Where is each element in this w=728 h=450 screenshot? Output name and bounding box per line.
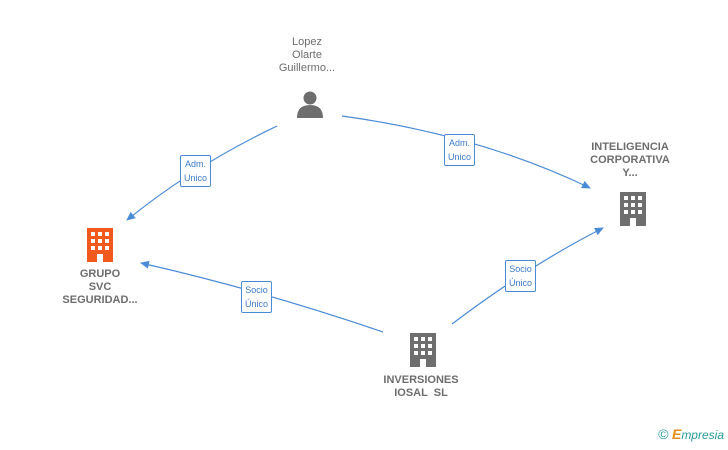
- edge-label-adm-left: Adm. Unico: [180, 155, 212, 187]
- edge-label-adm-right-line-2: Unico: [448, 152, 472, 162]
- inteligencia-line-1: INTELIGENCIA: [591, 141, 669, 153]
- grupo-company-label[interactable]: GRUPO SVC SEGURIDAD...: [45, 268, 155, 307]
- person-icon[interactable]: [295, 90, 325, 118]
- person-name-label[interactable]: Lopez Olarte Guillermo...: [262, 36, 352, 75]
- inversiones-line-1: INVERSIONES: [383, 374, 459, 386]
- edge-label-socio-left-line-1: Socio: [245, 285, 268, 295]
- inteligencia-company-label[interactable]: INTELIGENCIA CORPORATIVA Y...: [570, 141, 690, 180]
- grupo-line-1: GRUPO: [79, 268, 121, 280]
- edge-label-adm-right: Adm. Unico: [444, 134, 476, 166]
- person-name-line-1: Lopez: [292, 36, 322, 48]
- inversiones-line-2: IOSAL SL: [394, 387, 448, 399]
- edge-label-adm-right-line-1: Adm.: [449, 138, 471, 148]
- grupo-line-3: SEGURIDAD...: [62, 294, 138, 306]
- person-name-line-3: Guillermo...: [278, 62, 336, 74]
- copyright-icon: ©: [658, 426, 669, 442]
- edge-label-socio-left-line-2: Único: [245, 299, 269, 309]
- empresia-logo-e: E: [671, 426, 682, 442]
- inteligencia-building-icon[interactable]: [617, 192, 649, 226]
- edge-label-socio-left: Socio Único: [241, 281, 273, 313]
- empresia-brand-name: mpresia: [681, 428, 724, 442]
- edge-label-socio-right: Socio Único: [505, 260, 537, 292]
- inteligencia-line-3: Y...: [622, 167, 638, 179]
- grupo-line-2: SVC: [88, 281, 112, 293]
- edge-label-socio-right-line-1: Socio: [509, 264, 532, 274]
- inversiones-company-label[interactable]: INVERSIONES IOSAL SL: [366, 374, 476, 400]
- edge-label-adm-left-line-1: Adm.: [185, 159, 207, 169]
- grupo-building-icon[interactable]: [85, 228, 115, 262]
- edge-label-adm-left-line-2: Unico: [184, 173, 208, 183]
- edge-label-socio-right-line-2: Único: [509, 278, 533, 288]
- person-name-line-2: Olarte: [292, 49, 322, 61]
- empresia-watermark: © Empresia: [658, 426, 724, 442]
- inversiones-building-icon[interactable]: [407, 333, 439, 367]
- inteligencia-line-2: CORPORATIVA: [590, 154, 670, 166]
